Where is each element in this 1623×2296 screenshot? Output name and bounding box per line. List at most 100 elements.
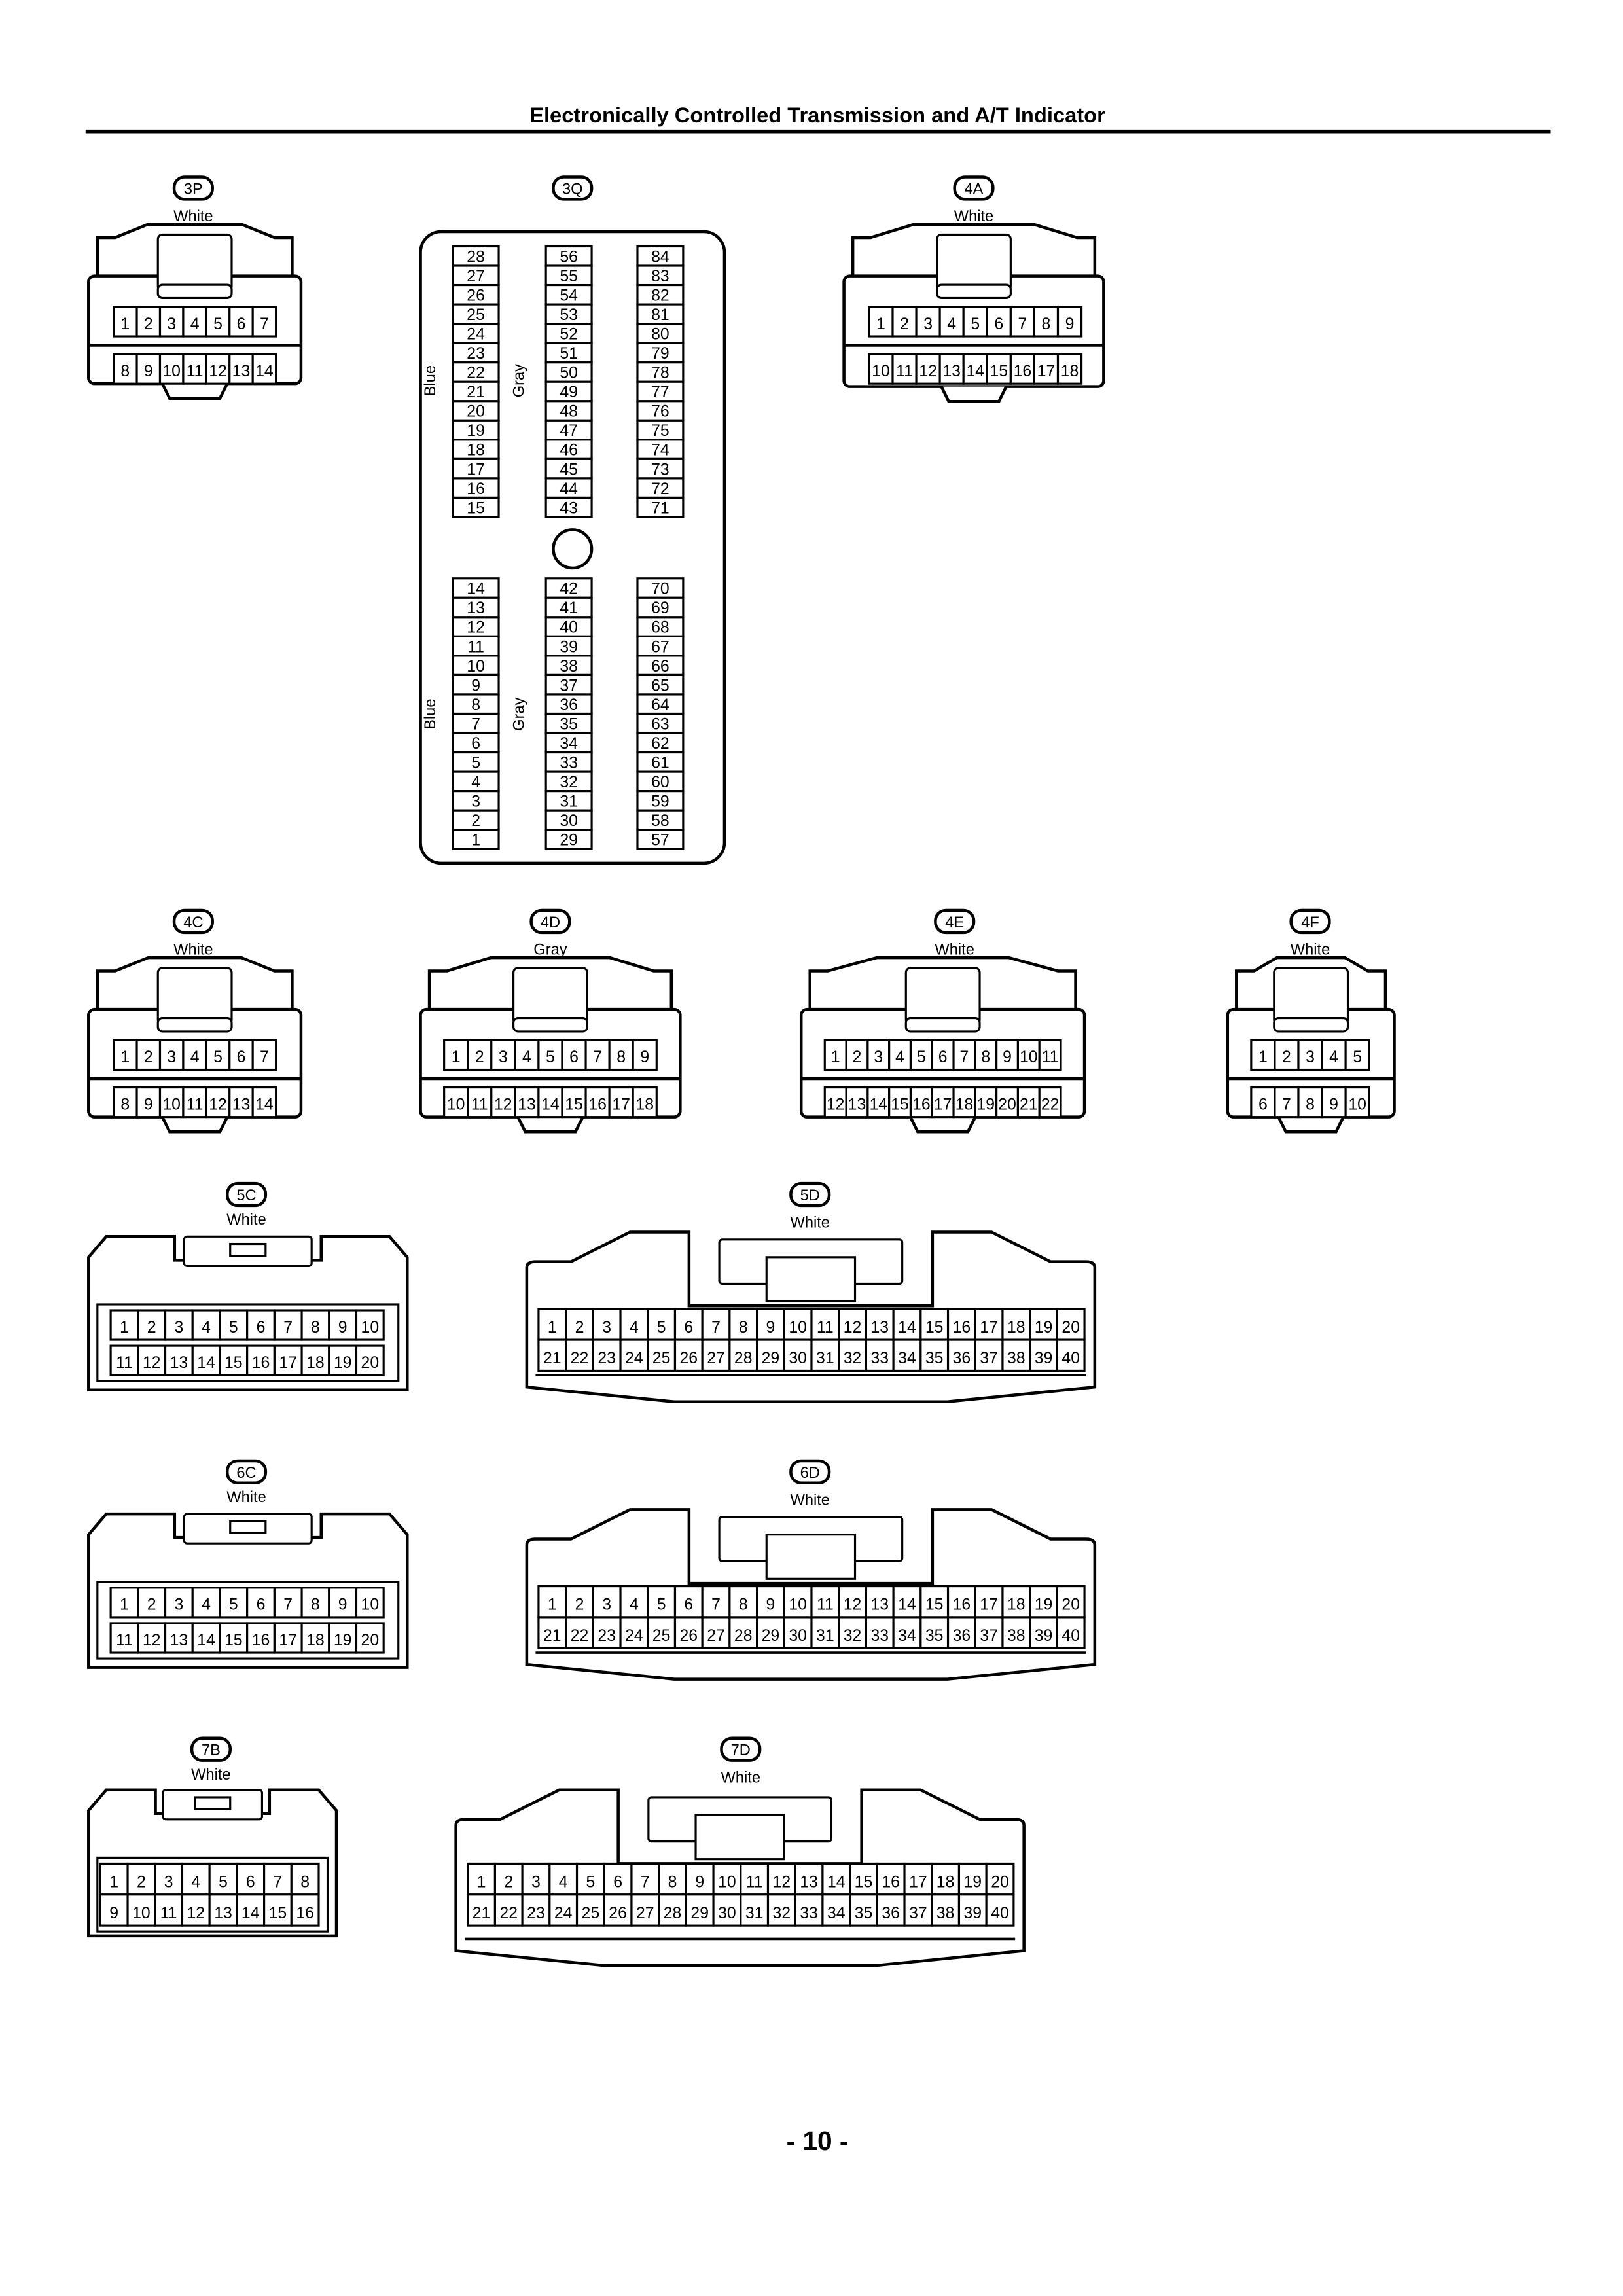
pin-cell bbox=[182, 1086, 207, 1119]
pin-number: 19 bbox=[964, 1874, 982, 1892]
pin-number: 33 bbox=[870, 1350, 889, 1367]
pin-cell bbox=[938, 306, 965, 338]
pin-cell bbox=[355, 1622, 385, 1654]
pin-number: 66 bbox=[651, 658, 669, 675]
pin-cell bbox=[452, 577, 500, 599]
pin-number: 33 bbox=[800, 1905, 818, 1922]
pin-number: 8 bbox=[120, 363, 130, 380]
pin-number: 36 bbox=[953, 1350, 971, 1367]
pin-cell bbox=[246, 1344, 276, 1376]
pin-cell bbox=[1344, 1039, 1370, 1071]
pin-cell bbox=[685, 1893, 715, 1927]
pin-number: 5 bbox=[657, 1319, 666, 1336]
pin-number: 15 bbox=[855, 1874, 873, 1892]
pin-number: 36 bbox=[953, 1627, 971, 1645]
pin-number: 12 bbox=[773, 1874, 791, 1892]
pin-cell bbox=[592, 1616, 622, 1649]
pin-number: 73 bbox=[651, 461, 669, 478]
pin-number: 13 bbox=[942, 363, 961, 380]
pin-number: 19 bbox=[334, 1632, 352, 1649]
pin-cell bbox=[995, 1086, 1020, 1119]
pin-number: 11 bbox=[817, 1319, 834, 1336]
pin-number: 7 bbox=[711, 1596, 721, 1614]
pin-cell bbox=[783, 1338, 813, 1372]
pin-number: 65 bbox=[651, 677, 669, 694]
pin-number: 16 bbox=[912, 1096, 931, 1113]
housing-color: White bbox=[721, 1769, 760, 1786]
pin-cell bbox=[452, 693, 500, 715]
pin-cell bbox=[632, 1039, 658, 1071]
pin-cell bbox=[1056, 306, 1083, 338]
wire-color-label: Blue bbox=[422, 698, 439, 729]
pin-number: 8 bbox=[300, 1874, 310, 1892]
pin-number: 9 bbox=[338, 1596, 348, 1614]
lock-lever bbox=[936, 233, 1012, 292]
pin-number: 6 bbox=[237, 315, 246, 333]
pin-number: 5 bbox=[1353, 1049, 1362, 1066]
pin-number: 27 bbox=[707, 1627, 725, 1645]
pin-cell bbox=[251, 306, 277, 338]
pin-number: 35 bbox=[925, 1350, 944, 1367]
pin-number: 30 bbox=[789, 1350, 807, 1367]
pin-cell bbox=[1250, 1086, 1276, 1119]
pin-number: 1 bbox=[120, 1049, 130, 1066]
wire-color-label: Blue bbox=[422, 365, 439, 396]
pin-number: 47 bbox=[560, 422, 578, 440]
pin-cell bbox=[355, 1344, 385, 1376]
pin-number: 6 bbox=[237, 1049, 246, 1066]
pin-cell bbox=[544, 283, 593, 306]
pin-cell bbox=[537, 1086, 563, 1119]
connector-code: 4F bbox=[1301, 914, 1319, 931]
pin-cell bbox=[452, 419, 500, 441]
pin-number: 3 bbox=[167, 1049, 176, 1066]
pin-number: 81 bbox=[651, 306, 669, 324]
housing-color: White bbox=[791, 1215, 830, 1232]
pin-number: 12 bbox=[827, 1096, 845, 1113]
pin-cell bbox=[514, 1086, 540, 1119]
pin-cell bbox=[126, 1862, 156, 1896]
housing-tab bbox=[1277, 1116, 1345, 1134]
pin-number: 3 bbox=[167, 315, 176, 333]
connector-code: 3P bbox=[184, 181, 203, 198]
pin-number: 16 bbox=[1014, 363, 1032, 380]
pin-cell bbox=[876, 1893, 906, 1927]
pin-cell bbox=[701, 1585, 731, 1619]
pin-number: 15 bbox=[269, 1905, 287, 1922]
housing-color: White bbox=[226, 1489, 266, 1506]
lock-slot bbox=[765, 1256, 857, 1303]
pin-number: 19 bbox=[1035, 1596, 1053, 1614]
pin-number: 11 bbox=[160, 1905, 177, 1922]
pin-number: 11 bbox=[896, 363, 913, 380]
pin-number: 1 bbox=[1258, 1049, 1268, 1066]
pin-number: 31 bbox=[560, 793, 578, 811]
pin-number: 10 bbox=[872, 363, 890, 380]
pin-number: 21 bbox=[543, 1627, 562, 1645]
pin-number: 38 bbox=[936, 1905, 955, 1922]
pin-cell bbox=[205, 1086, 231, 1119]
pin-number: 13 bbox=[467, 600, 485, 617]
pin-cell bbox=[452, 790, 500, 812]
pin-number: 1 bbox=[548, 1596, 557, 1614]
pin-cell bbox=[263, 1893, 293, 1927]
pin-cell bbox=[113, 306, 138, 338]
pin-number: 18 bbox=[936, 1874, 955, 1892]
pin-cell bbox=[783, 1585, 813, 1619]
pin-cell bbox=[919, 1585, 950, 1619]
pin-number: 9 bbox=[640, 1049, 649, 1066]
pin-cell bbox=[544, 496, 593, 518]
pin-cell bbox=[452, 303, 500, 325]
pin-cell bbox=[1344, 1086, 1370, 1119]
pin-number: 10 bbox=[789, 1319, 807, 1336]
pin-number: 1 bbox=[120, 1319, 129, 1336]
pin-cell bbox=[452, 712, 500, 734]
pin-cell bbox=[452, 673, 500, 696]
pin-cell bbox=[876, 1862, 906, 1896]
pin-number: 30 bbox=[718, 1905, 736, 1922]
pin-cell bbox=[636, 635, 685, 657]
pin-number: 5 bbox=[917, 1049, 926, 1066]
pin-cell bbox=[135, 353, 162, 385]
pin-cell bbox=[636, 732, 685, 754]
pin-cell bbox=[164, 1344, 194, 1376]
pin-number: 20 bbox=[361, 1354, 380, 1372]
